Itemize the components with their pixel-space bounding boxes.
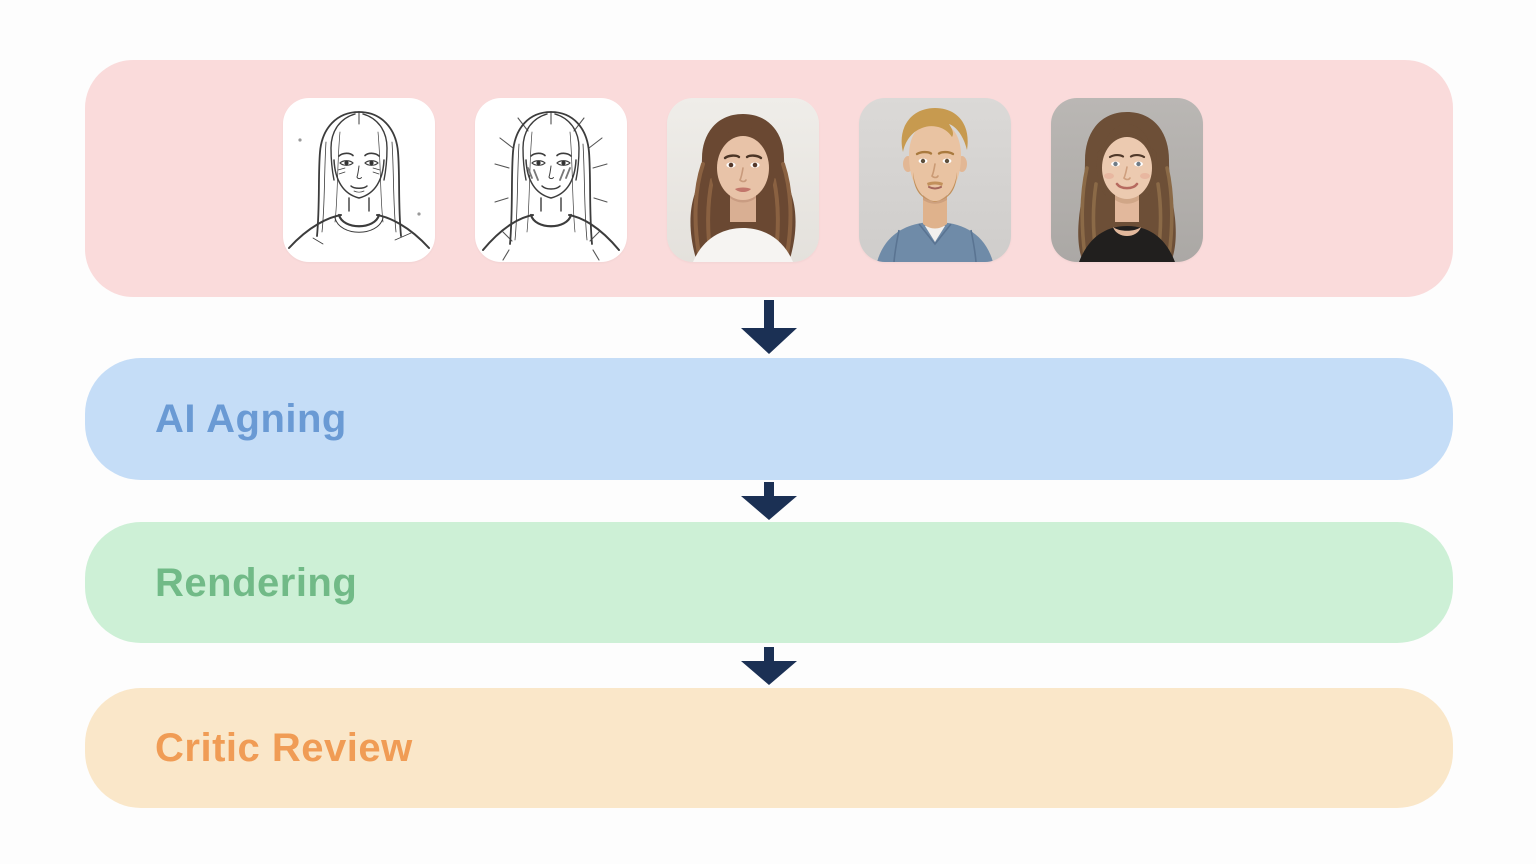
flow-arrow-down-3	[740, 647, 798, 685]
down-arrow-icon	[741, 647, 797, 685]
sketch-portrait-1	[283, 98, 435, 262]
photo-woman-curly	[667, 98, 819, 262]
stage-label-rendering: Rendering	[155, 560, 358, 605]
stage-rendering: Rendering	[85, 522, 1453, 643]
sketch-portrait-1-image	[283, 98, 435, 262]
photo-man-blond-image	[859, 98, 1011, 262]
stage-label-ai-aging: AI Agning	[155, 397, 347, 441]
flow-arrow-down-2	[740, 482, 798, 520]
flow-arrow-down-1	[740, 300, 798, 354]
photo-man-blond	[859, 98, 1011, 262]
photo-woman-smiling-image	[1051, 98, 1203, 262]
photo-woman-curly-image	[667, 98, 819, 262]
down-arrow-icon	[741, 482, 797, 520]
stage-label-critic-review: Critic Review	[155, 726, 413, 770]
sketch-portrait-2	[475, 98, 627, 262]
thumbnail-row	[283, 98, 1203, 262]
down-arrow-icon	[741, 300, 797, 354]
stage-input-portraits	[85, 60, 1453, 297]
stage-ai-aging: AI Agning	[85, 358, 1453, 480]
stage-critic-review: Critic Review	[85, 688, 1453, 808]
photo-woman-smiling	[1051, 98, 1203, 262]
sketch-portrait-2-image	[475, 98, 627, 262]
